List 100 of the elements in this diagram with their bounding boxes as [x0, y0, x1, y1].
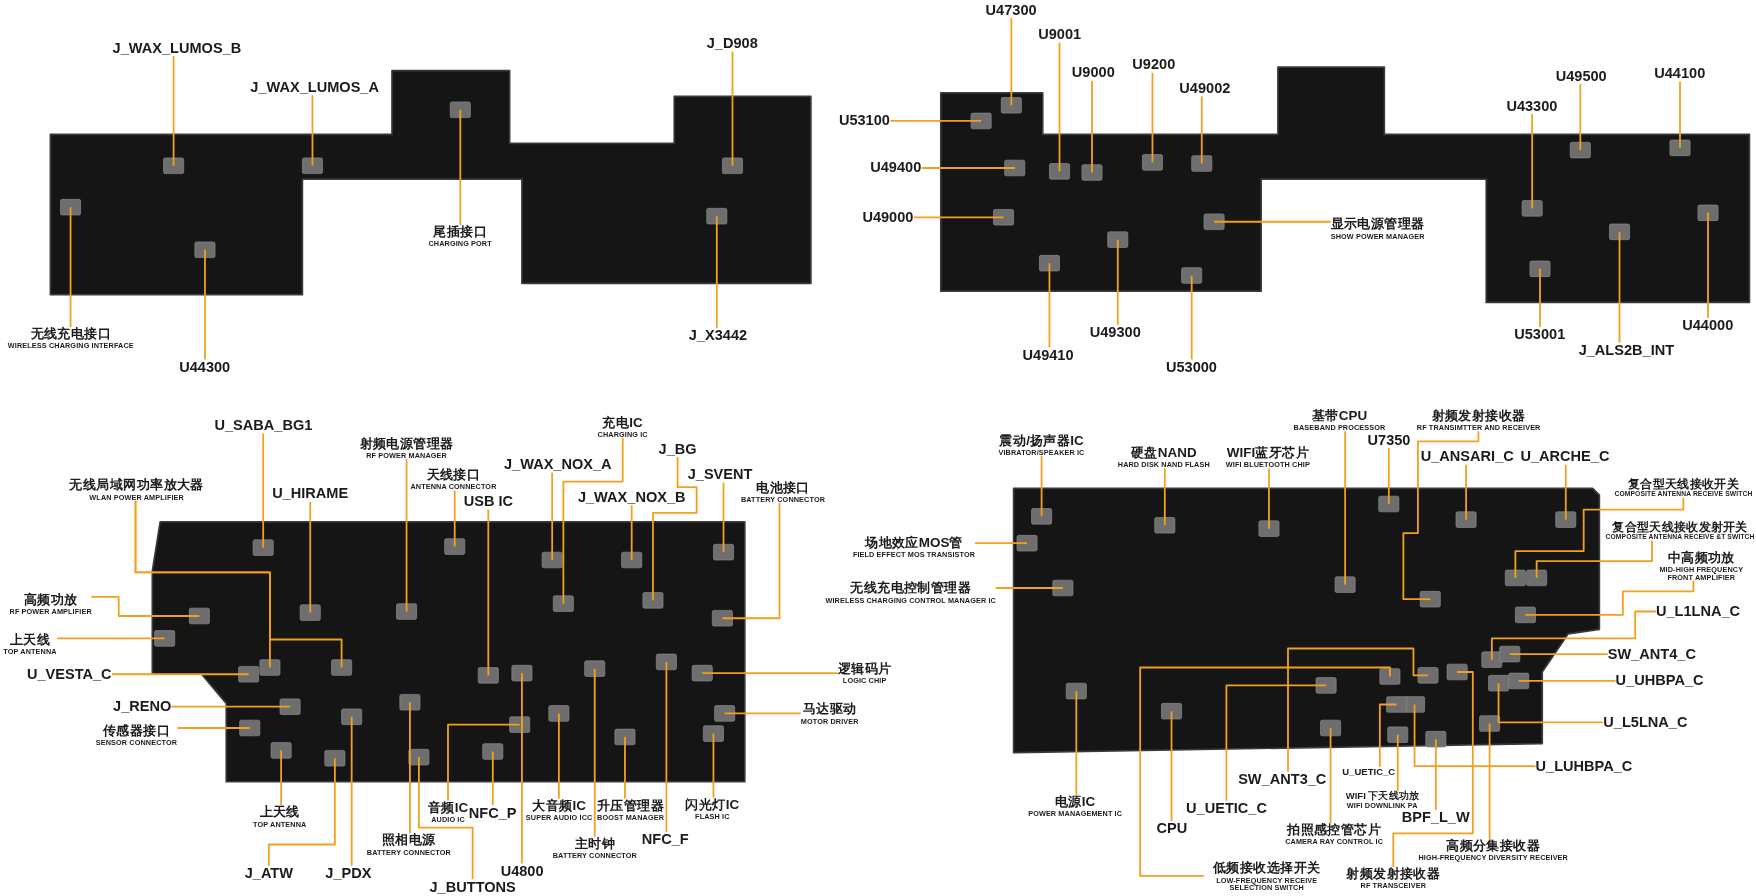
callout-label: 无线局域网功率放大器 [69, 478, 204, 493]
leader-line [593, 667, 596, 838]
callout-label: U53000 [1165, 359, 1217, 376]
leader-line [1539, 267, 1541, 328]
callout-label: U53100 [838, 113, 890, 130]
leader-line [1200, 95, 1203, 165]
callout-label: U_VESTA_C [26, 666, 112, 683]
leader-line [1387, 447, 1390, 505]
callout-label: 高频分集接收器 [1445, 838, 1542, 854]
callout-label: U_SABA_BG1 [214, 417, 313, 434]
leader-line [1139, 666, 1391, 877]
callout-label: 天线接口 [425, 468, 482, 483]
callout-label: 主时钟 [573, 836, 616, 852]
leader-line [889, 120, 982, 122]
leader-line [447, 723, 521, 802]
leader-line [731, 50, 734, 167]
leader-line [1396, 733, 1399, 792]
callout-label: U53001 [1514, 327, 1566, 344]
leader-line [56, 637, 166, 640]
leader-line [1497, 682, 1605, 724]
callout-label: 基带CPU [1310, 408, 1369, 424]
leader-line [1514, 496, 1685, 579]
leader-line [1465, 463, 1467, 521]
callout-label: SW_ANT4_C [1607, 646, 1696, 663]
callout-label: U_LUHBPA_C [1535, 758, 1633, 775]
leader-line [551, 471, 554, 561]
callout-label: J_BG [658, 441, 697, 458]
callout-label: 照相电源 [381, 833, 437, 849]
callout-label: U47300 [985, 2, 1037, 19]
callout-label: 上天线 [8, 632, 52, 648]
leader-line [1392, 671, 1474, 868]
leader-line [1287, 647, 1429, 773]
leader-line [1040, 454, 1043, 518]
leader-line [111, 673, 250, 676]
callout-label: J_WAX_NOX_B [577, 489, 686, 506]
leader-line [134, 499, 343, 669]
circuit-board-drawing [1013, 488, 1600, 753]
callout-label: U_ARCHE_C [1520, 449, 1610, 466]
leader-line [1091, 79, 1093, 174]
callout-label: 射频发射接收器 [1430, 408, 1527, 424]
leader-line [409, 701, 411, 835]
leader-line [630, 504, 633, 561]
leader-line [1344, 430, 1346, 586]
callout-label: J_WAX_NOX_A [504, 456, 612, 473]
callout-label: BPF_L_W [1401, 809, 1470, 826]
leader-line [1579, 83, 1582, 151]
circuit-board-drawing [940, 67, 1750, 303]
callout-label: CPU [1156, 820, 1188, 837]
leader-line [453, 489, 456, 548]
callout-label: U43300 [1506, 98, 1558, 115]
callout-label: 复合型天线接收开关 [1627, 476, 1739, 490]
callout-label: 无线充电接口 [29, 327, 113, 342]
callout-label: J_WAX_LUMOS_A [250, 79, 379, 96]
callout-label: 上天线 [258, 805, 301, 821]
leader-line [712, 732, 715, 799]
leader-line [1010, 17, 1013, 107]
leader-line [311, 94, 314, 167]
leader-line [723, 712, 802, 715]
callout-label: 震动/扬声器IC [998, 433, 1085, 449]
callout-label: J_X3442 [688, 328, 748, 345]
leader-line [721, 502, 781, 620]
leader-line [267, 757, 336, 867]
leader-line [920, 167, 1016, 169]
leader-line [1490, 610, 1657, 661]
leader-line [1378, 703, 1398, 768]
callout-label: U_UHBPA_C [1615, 673, 1704, 690]
leader-line [1058, 41, 1061, 173]
leader-line [69, 206, 72, 328]
leader-line [1151, 71, 1154, 164]
leader-line [1048, 262, 1051, 349]
callout-label: 中高频功放 [1666, 550, 1736, 566]
leader-line [665, 661, 668, 834]
leader-line [1116, 238, 1119, 326]
callout-label: 电源IC [1053, 795, 1097, 810]
callout-label: 传感器接口 [101, 723, 172, 739]
leader-line [350, 715, 353, 867]
leader-line [521, 672, 523, 865]
callout-label: WIFI 下天线功放 [1345, 790, 1419, 802]
callout-label: U9001 [1038, 26, 1082, 43]
leader-line [701, 672, 839, 674]
leader-line [418, 756, 474, 881]
leader-line [1679, 80, 1681, 149]
leader-line [280, 749, 282, 807]
leader-line [715, 215, 718, 330]
leader-line [90, 596, 201, 617]
leader-line [1524, 579, 1695, 616]
circuit-board-drawing [50, 70, 811, 295]
callout-label: 音频IC [427, 800, 469, 816]
leader-line [176, 727, 251, 729]
leader-line [1434, 738, 1437, 811]
callout-label: 无线充电控制管理器 [849, 581, 973, 597]
callout-label: 闪光灯IC [685, 797, 740, 813]
leader-line [459, 108, 462, 226]
leader-line [994, 587, 1064, 589]
callout-label: J_RENO [113, 698, 172, 715]
callout-label: U_L1LNA_C [1655, 603, 1741, 620]
callout-label: 逻辑码片 [837, 661, 892, 677]
callout-label: 高频功放 [22, 592, 79, 608]
leader-line [913, 216, 1005, 219]
callout-label: 充电IC [601, 415, 644, 431]
